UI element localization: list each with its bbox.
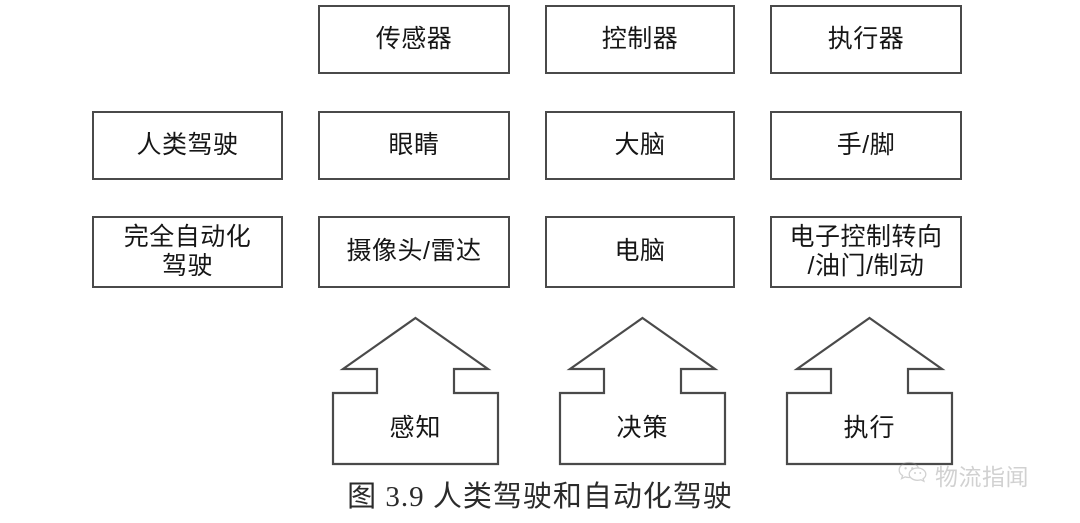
arrow-decision: 决策 — [555, 313, 730, 469]
box-eyes: 眼睛 — [318, 111, 510, 180]
box-brain: 大脑 — [545, 111, 735, 180]
box-electronic-control: 电子控制转向 /油门/制动 — [770, 216, 962, 288]
box-hands-feet: 手/脚 — [770, 111, 962, 180]
arrow-label-decision: 决策 — [616, 414, 669, 442]
arrow-up-shape — [558, 316, 727, 466]
box-computer: 电脑 — [545, 216, 735, 288]
box-full-automation-driving: 完全自动化 驾驶 — [92, 216, 283, 288]
watermark-text: 物流指闻 — [935, 464, 1029, 490]
arrow-label-perception: 感知 — [389, 414, 442, 442]
arrow-up-shape — [785, 316, 954, 466]
arrow-execution: 执行 — [782, 313, 957, 469]
arrow-up-shape — [331, 316, 500, 466]
box-human-driving: 人类驾驶 — [92, 111, 283, 180]
box-camera-radar: 摄像头/雷达 — [318, 216, 510, 288]
figure-caption: 图 3.9 人类驾驶和自动化驾驶 — [347, 481, 733, 513]
arrow-label-execution: 执行 — [843, 414, 896, 442]
box-controller: 控制器 — [545, 5, 735, 74]
box-actuator: 执行器 — [770, 5, 962, 74]
wechat-icon — [898, 460, 928, 490]
watermark: 物流指闻 — [898, 458, 1029, 492]
box-sensor: 传感器 — [318, 5, 510, 74]
arrow-perception: 感知 — [328, 313, 503, 469]
